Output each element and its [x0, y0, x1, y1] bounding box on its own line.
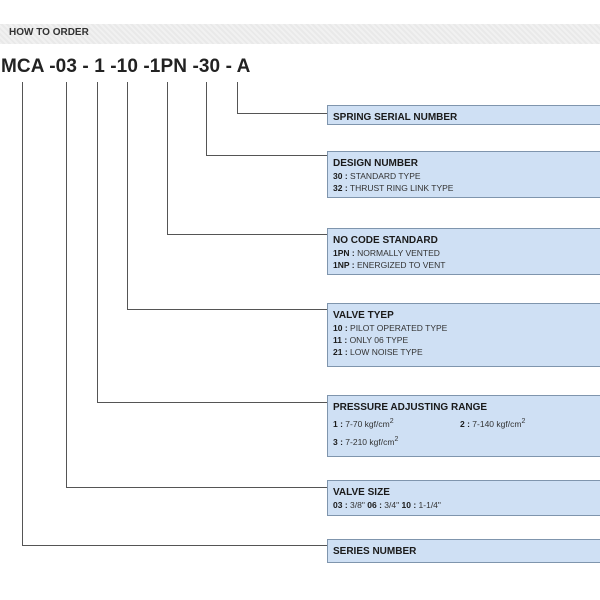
no-code-standard-title: NO CODE STANDARD [333, 235, 438, 246]
leader-nocode [167, 82, 327, 235]
option-line: 1PN : NORMALLY VENTED [333, 247, 600, 259]
option-text: NORMALLY VENTED [357, 248, 440, 258]
valve-type-title: VALVE TYEP [333, 310, 394, 321]
option-text: THRUST RING LINK TYPE [349, 183, 454, 193]
pressure-range-title: PRESSURE ADJUSTING RANGE [333, 402, 488, 413]
leader-spring [237, 82, 327, 114]
option-code: 06 : [367, 500, 382, 510]
option-text: 3/4" [384, 500, 400, 510]
no-code-standard-box: NO CODE STANDARD 1PN : NORMALLY VENTED 1… [327, 228, 600, 275]
option-text: 3/8" [350, 500, 365, 510]
option-text: 7-210 kgf/cm [345, 437, 395, 447]
option-sup: 2 [521, 418, 526, 425]
leader-pressure [97, 82, 327, 403]
option-line: 21 : LOW NOISE TYPE [333, 346, 600, 358]
header-title: HOW TO ORDER [9, 27, 89, 38]
option-code: 10 : [401, 500, 417, 510]
option-code: 1 : [333, 419, 343, 429]
option-text: LOW NOISE TYPE [350, 347, 423, 357]
option-code: 32 : [333, 183, 348, 193]
option-line: 1 : 7-70 kgf/cm2 2 : 7-140 kgf/cm2 [333, 414, 600, 432]
leader-series [22, 82, 327, 546]
option-text: 7-140 kgf/cm [472, 419, 522, 429]
option-line: 03 : 3/8" 06 : 3/4" 10 : 1-1/4" [333, 499, 600, 511]
leader-size [66, 82, 327, 488]
option-code: 03 : [333, 500, 348, 510]
option-text: 7-70 kgf/cm [345, 419, 390, 429]
how-to-order-header: HOW TO ORDER [0, 24, 600, 44]
series-number-title: SERIES NUMBER [333, 546, 417, 557]
option-code: 11 : [333, 335, 348, 345]
option-code: 30 : [333, 171, 348, 181]
option-code: 1NP : [333, 260, 355, 270]
option-line: 3 : 7-210 kgf/cm2 [333, 432, 600, 450]
valve-size-title: VALVE SIZE [333, 487, 390, 498]
option-code: 21 : [333, 347, 348, 357]
series-number-box: SERIES NUMBER [327, 539, 600, 563]
option-text: PILOT OPERATED TYPE [350, 323, 448, 333]
option-line: 30 : STANDARD TYPE [333, 170, 600, 182]
option-line: 10 : PILOT OPERATED TYPE [333, 322, 600, 334]
option-line: 11 : ONLY 06 TYPE [333, 334, 600, 346]
option-sup: 2 [389, 418, 394, 425]
option-line: 32 : THRUST RING LINK TYPE [333, 182, 600, 194]
option-sup: 2 [394, 436, 399, 443]
spring-serial-box: SPRING SERIAL NUMBER [327, 105, 600, 125]
leader-design [206, 82, 327, 156]
option-line: 1NP : ENERGIZED TO VENT [333, 259, 600, 271]
valve-type-box: VALVE TYEP 10 : PILOT OPERATED TYPE 11 :… [327, 303, 600, 367]
option-text: ONLY 06 TYPE [349, 335, 409, 345]
option-code: 3 : [333, 437, 343, 447]
option-code: 10 : [333, 323, 348, 333]
model-code: MCA -03 - 1 -10 -1PN -30 - A [1, 56, 251, 77]
option-code: 2 : [460, 419, 470, 429]
option-text: STANDARD TYPE [350, 171, 421, 181]
spring-serial-title: SPRING SERIAL NUMBER [333, 112, 458, 123]
design-number-title: DESIGN NUMBER [333, 158, 419, 169]
option-text: 1-1/4" [418, 500, 441, 510]
option-text: ENERGIZED TO VENT [356, 260, 446, 270]
option-code: 1PN : [333, 248, 355, 258]
option-col2: 2 : 7-140 kgf/cm2 [460, 414, 525, 432]
design-number-box: DESIGN NUMBER 30 : STANDARD TYPE 32 : TH… [327, 151, 600, 198]
pressure-range-box: PRESSURE ADJUSTING RANGE 1 : 7-70 kgf/cm… [327, 395, 600, 457]
leader-valve-type [127, 82, 327, 310]
valve-size-box: VALVE SIZE 03 : 3/8" 06 : 3/4" 10 : 1-1/… [327, 480, 600, 516]
